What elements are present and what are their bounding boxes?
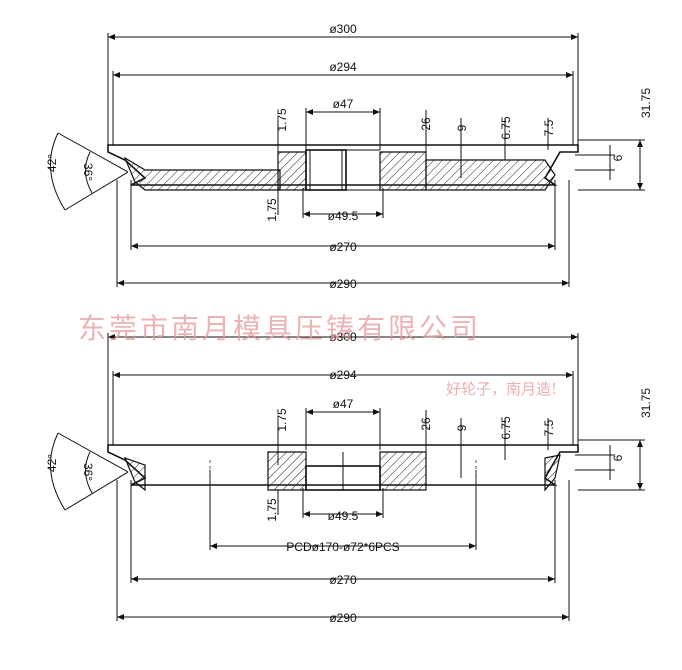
dim-h6-bottom: 6: [611, 454, 625, 461]
dim-d294-bottom: ø294: [329, 368, 357, 382]
dim-d49-5: ø49.5: [328, 209, 359, 223]
watermark-slogan: 好轮子，南月造!: [446, 380, 557, 398]
dim-h31-75: 31.75: [639, 88, 653, 118]
dimension-lines-bottom: [107, 333, 645, 621]
angle-dimension: [49, 132, 129, 211]
dim-d47: ø47: [333, 97, 354, 111]
pcd-label: PCDø170-ø72*6PCS: [286, 540, 399, 554]
bottom-view: ø300 ø294 ø47 ø49.5 PCDø170-ø72*6PCS ø27…: [45, 330, 653, 625]
dim-d290: ø290: [329, 277, 357, 291]
dim-h6-75-bottom: 6.75: [499, 416, 513, 440]
dim-d300-bottom: ø300: [329, 330, 357, 344]
dim-h7-5-bottom: 7.5: [542, 419, 556, 436]
dim-angle42: 42°: [45, 154, 59, 172]
wheel-section-bottom: [107, 444, 579, 492]
dim-h6-75: 6.75: [499, 116, 513, 140]
watermark-company: 东莞市南月模具压铸有限公司: [78, 312, 481, 345]
dim-d290-bottom: ø290: [329, 611, 357, 625]
dim-h7-5: 7.5: [542, 119, 556, 136]
dimension-lines: [107, 33, 645, 287]
dim-d47-bottom: ø47: [333, 397, 354, 411]
dim-h9: 9: [455, 124, 469, 131]
dim-angle36: 36°: [81, 163, 95, 181]
dim-angle42-bottom: 42°: [45, 454, 59, 472]
dim-t1-75-top-bottom: 1.75: [275, 408, 289, 432]
dim-h6: 6: [611, 154, 625, 161]
dim-d300: ø300: [329, 22, 357, 36]
dim-angle36-bottom: 36°: [81, 463, 95, 481]
dim-h9-bottom: 9: [455, 424, 469, 431]
angle-dimension-bottom: [49, 432, 129, 511]
dim-d270: ø270: [329, 240, 357, 254]
dim-d49-5-bottom: ø49.5: [328, 509, 359, 523]
dim-t1-75-bottom-bottom: 1.75: [265, 498, 279, 522]
dim-d270-bottom: ø270: [329, 573, 357, 587]
dim-d294: ø294: [329, 60, 357, 74]
dim-h26: 26: [419, 117, 433, 131]
dim-t1-75-bottom: 1.75: [265, 198, 279, 222]
top-view: ø300 ø294 ø47 ø49.5 ø270 ø290 1.75 1.75 …: [45, 22, 653, 291]
dim-h26-bottom: 26: [419, 417, 433, 431]
dim-h31-75-bottom: 31.75: [639, 388, 653, 418]
wheel-section: [107, 144, 579, 191]
dim-t1-75-top: 1.75: [275, 108, 289, 132]
